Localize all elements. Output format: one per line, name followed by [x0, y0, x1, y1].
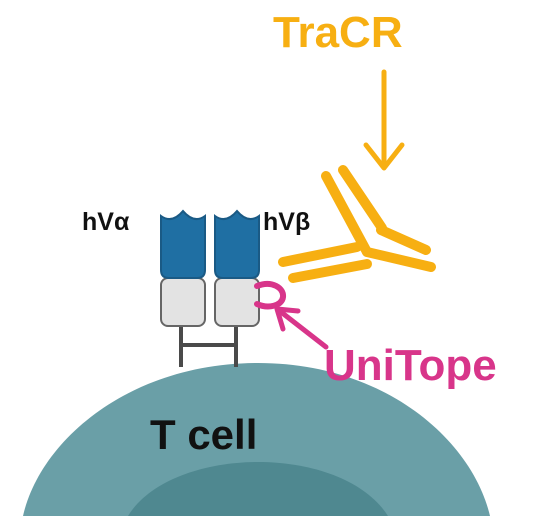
tcr-alpha-variable-domain	[160, 209, 206, 279]
tracr-arrow	[363, 69, 405, 171]
v-alpha-label: hVα	[82, 208, 130, 236]
tcr-beta-variable-domain	[214, 209, 260, 279]
unitope-label: UniTope	[324, 341, 497, 390]
t-cell-label: T cell	[150, 411, 257, 458]
t-cell-nucleus	[128, 462, 388, 516]
v-beta-label: hVβ	[263, 208, 310, 236]
t-cell-membrane	[23, 363, 490, 516]
tracr-label: TraCR	[273, 8, 403, 57]
tracr-antibody-icon	[278, 165, 436, 283]
tcr-beta-constant-domain	[214, 277, 260, 327]
tcr-stalk	[179, 327, 238, 367]
unitope-arrow	[274, 306, 329, 350]
tcr-alpha-constant-domain	[160, 277, 206, 327]
t-cell	[23, 363, 490, 516]
unitope-epitope-loop	[254, 280, 286, 310]
